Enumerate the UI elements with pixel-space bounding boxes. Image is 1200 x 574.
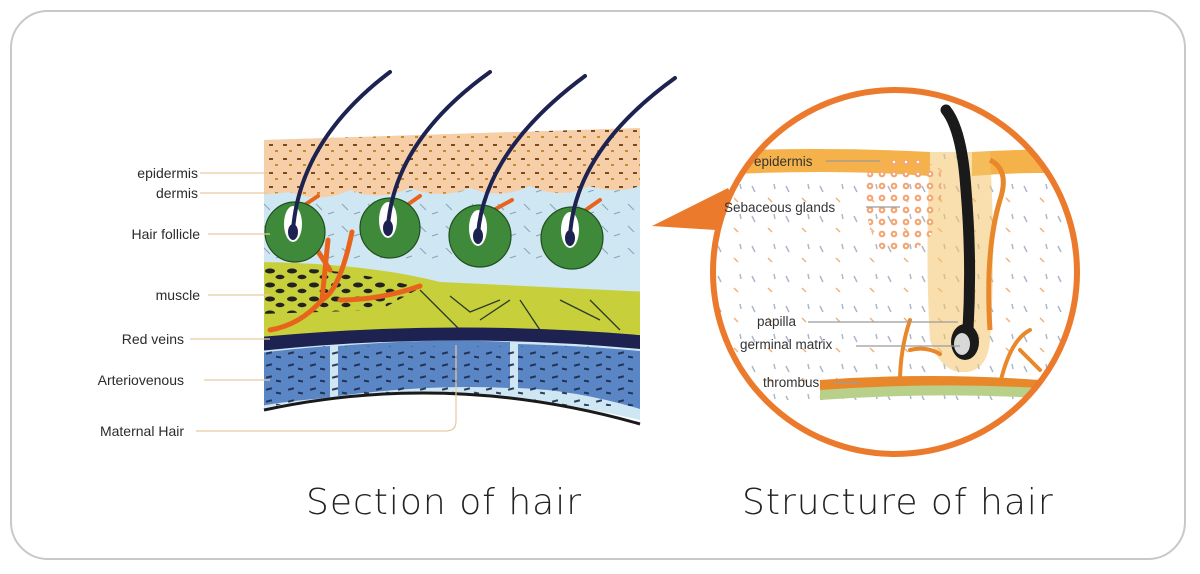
section-leader-lines (190, 172, 457, 432)
hair-structure-illustration (713, 90, 1077, 454)
label-sebaceous-glands: Sebaceous glands (724, 200, 836, 215)
label-thrombus: thrombus (763, 375, 820, 390)
label-hair-follicle: Hair follicle (131, 226, 200, 242)
hair-strands (291, 70, 677, 238)
skin-section-illustration (264, 128, 640, 420)
label-papilla: papilla (757, 314, 797, 329)
label-muscle: muscle (155, 287, 200, 303)
label-germinal-matrix: germinal matrix (740, 337, 833, 352)
label-dermis: dermis (155, 185, 198, 201)
zoom-circle (710, 87, 1080, 457)
label-arteriovenous: Arteriovenous (97, 372, 184, 388)
label-maternal-hair: Maternal Hair (99, 423, 184, 439)
caption-section-of-hair: Section of hair (306, 482, 583, 523)
label-epidermis: epidermis (137, 165, 198, 181)
label-structure-epidermis: epidermis (754, 154, 813, 169)
structure-leader-lines (808, 160, 960, 384)
caption-structure-of-hair: Structure of hair (742, 482, 1054, 523)
label-red-veins: Red veins (121, 331, 184, 347)
